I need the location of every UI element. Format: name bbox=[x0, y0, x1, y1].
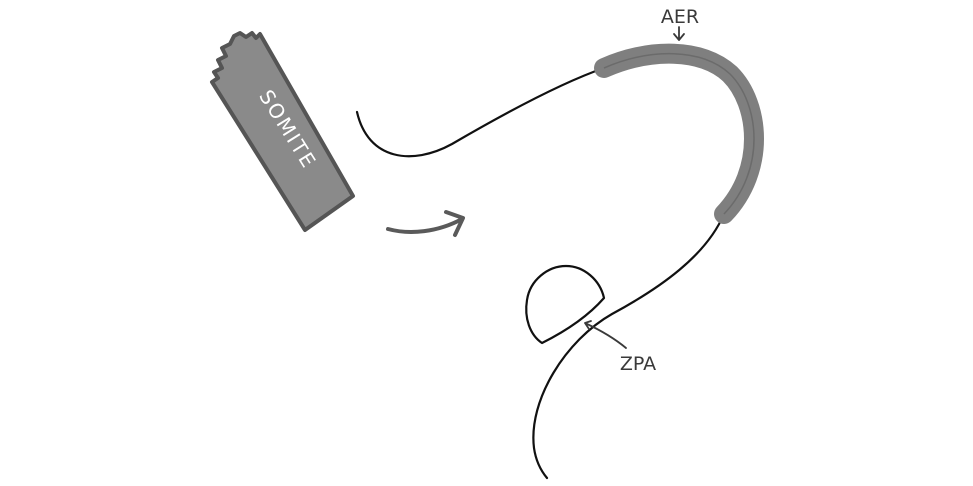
aer-pointer-arrow bbox=[673, 26, 685, 41]
somite-block: SOMITE bbox=[210, 31, 355, 232]
zpa-label: ZPA bbox=[620, 353, 656, 375]
migration-arrow-head bbox=[444, 210, 465, 237]
aer-band bbox=[594, 43, 764, 224]
limb-bud-outline bbox=[355, 52, 756, 480]
zpa-shape bbox=[525, 264, 606, 345]
migration-arrow bbox=[386, 210, 465, 237]
aer-band-outline bbox=[603, 53, 755, 215]
zpa-region bbox=[525, 264, 606, 345]
migration-arrow-shaft bbox=[386, 217, 464, 234]
zpa-annotation: ZPA bbox=[584, 320, 656, 375]
aer-label: AER bbox=[661, 6, 699, 28]
zpa-pointer-arrow bbox=[584, 320, 627, 349]
limb-bud bbox=[355, 43, 764, 480]
somite-shape bbox=[210, 31, 355, 232]
aer-annotation: AER bbox=[661, 6, 699, 41]
